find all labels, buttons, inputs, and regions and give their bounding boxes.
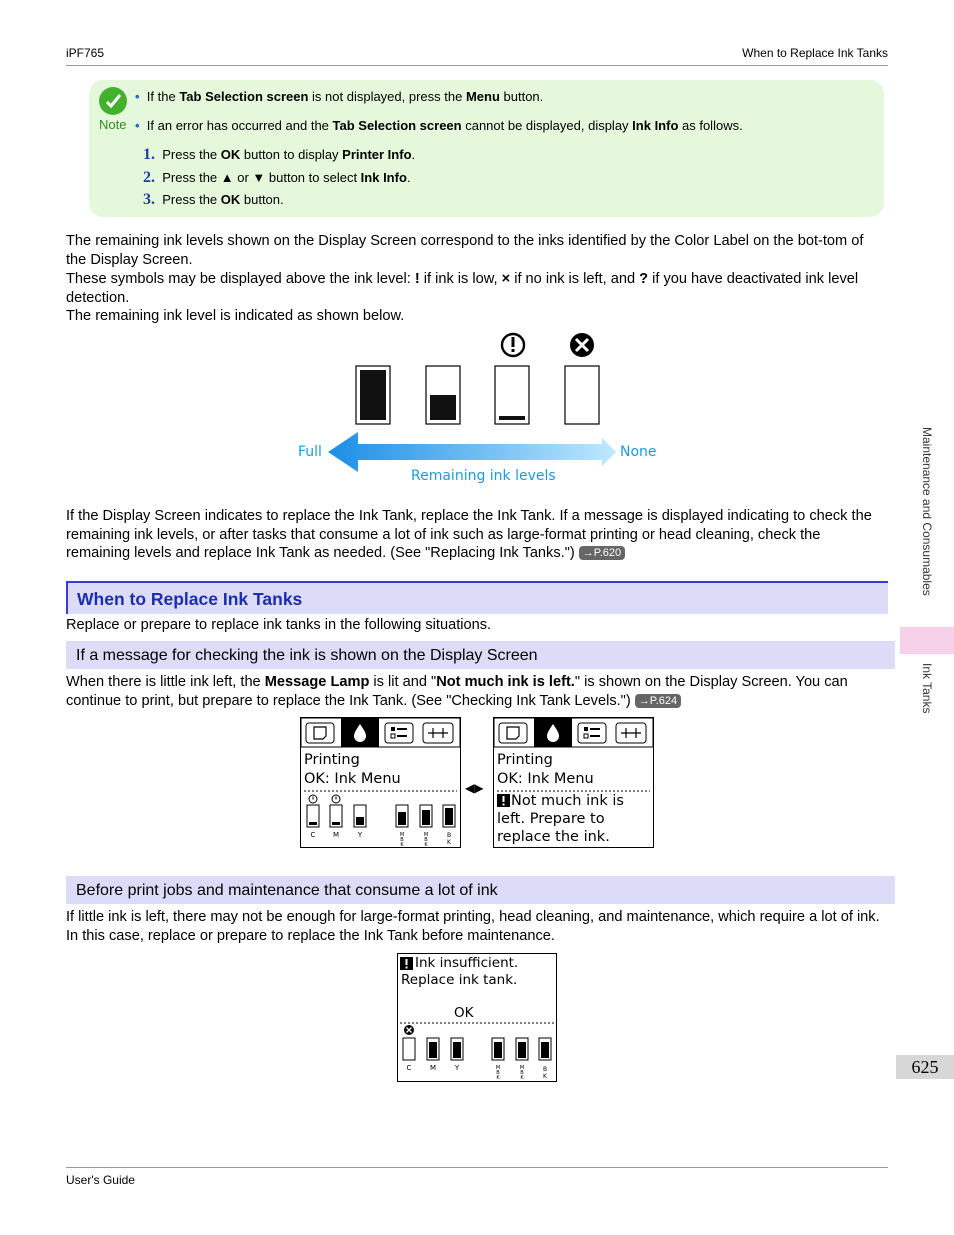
svg-text:Y: Y — [454, 1064, 460, 1072]
footer-rule — [66, 1167, 888, 1168]
section-heading: When to Replace Ink Tanks — [66, 581, 888, 614]
ink-level-diagram — [328, 332, 616, 472]
lcd3-tank-c — [402, 1037, 416, 1061]
label-none: None — [620, 444, 657, 460]
display-screen-message: Printing OK: Ink Menu Not much ink is le… — [493, 717, 654, 848]
note-step-1: 1. Press the OK button to display Printe… — [143, 146, 416, 163]
intro-p1: The remaining ink levels shown on the Di… — [66, 233, 864, 268]
lcd3-tank-bk — [538, 1037, 552, 1061]
svg-text:C: C — [407, 1064, 412, 1072]
label-full: Full — [298, 444, 322, 460]
tank-m — [329, 794, 343, 828]
ref-link-620[interactable]: →P.620 — [578, 546, 626, 561]
display-screen-ink-levels: C M Y M B K M B K B K Printing OK: Ink M… — [300, 717, 461, 848]
svg-text:M: M — [520, 1065, 524, 1071]
lcd1-line1: Printing — [304, 752, 360, 768]
tank-half — [425, 365, 461, 425]
sub1-paragraph: When there is little ink left, the Messa… — [66, 674, 848, 709]
tank-low — [494, 365, 530, 425]
tank-y — [353, 804, 367, 828]
lcd2-msg3: replace the ink. — [497, 829, 610, 845]
lcd3-line1: Ink insufficient. — [415, 955, 519, 971]
note-bullet-1: • If the Tab Selection screen is not dis… — [135, 89, 544, 104]
lcd2-line2: OK: Ink Menu — [497, 771, 594, 787]
svg-text:M: M — [430, 1064, 436, 1072]
tank-bk — [442, 804, 456, 828]
ref-link-624[interactable]: →P.624 — [634, 693, 682, 708]
label-remaining: Remaining ink levels — [411, 468, 556, 484]
display-screen-ink-insufficient: C M Y M B K M B K B K Ink insufficient. … — [397, 953, 557, 1082]
page-number: 625 — [896, 1055, 954, 1079]
empty-x-icon — [570, 333, 594, 357]
lcd1-ink-tanks: C M Y M B K M B K B K — [306, 794, 456, 847]
svg-text:B: B — [496, 1070, 500, 1076]
lcd2-graphics — [494, 718, 653, 807]
intro-p2: These symbols may be displayed above the… — [66, 271, 859, 306]
lcd3-empty-x-icon — [404, 1025, 414, 1035]
sidebar-subsection-label: Ink Tanks — [920, 663, 934, 714]
svg-text:B: B — [400, 837, 404, 843]
lcd3-tank-m — [426, 1037, 440, 1061]
sidebar-section-label: Maintenance and Consumables — [920, 427, 934, 596]
intro-p3: The remaining ink level is indicated as … — [66, 308, 405, 324]
svg-text:K: K — [424, 842, 428, 847]
subsection-heading-2: Before print jobs and maintenance that c… — [66, 876, 895, 904]
ink-label-y: Y — [357, 831, 363, 839]
lcd3-line2: Replace ink tank. — [401, 972, 518, 988]
svg-text:K: K — [543, 1073, 548, 1080]
svg-text:B: B — [424, 837, 428, 843]
section-intro: Replace or prepare to replace ink tanks … — [66, 617, 492, 633]
note-label: Note — [99, 117, 127, 132]
svg-text:K: K — [496, 1075, 500, 1081]
sub2-paragraph: If little ink is left, there may not be … — [66, 909, 880, 944]
lcd3-tank-mbk1 — [491, 1037, 505, 1061]
header-rule — [66, 65, 888, 66]
ink-label-mbk1: M — [400, 832, 404, 838]
tank-mbk1 — [395, 804, 409, 828]
svg-text:B: B — [543, 1066, 547, 1073]
svg-text:M: M — [496, 1065, 500, 1071]
tank-empty — [564, 365, 600, 425]
left-right-arrows-icon: ◀▶ — [465, 781, 484, 795]
lcd1-graphics — [301, 718, 460, 792]
lcd2-msg1: Not much ink is — [511, 793, 624, 809]
subsection-heading-1: If a message for checking the ink is sho… — [66, 641, 895, 669]
svg-text:K: K — [520, 1075, 524, 1081]
ink-label-c: C — [311, 831, 316, 839]
note-bullet-2: • If an error has occurred and the Tab S… — [135, 118, 743, 133]
ink-label-bk: B — [447, 832, 451, 839]
lcd2-line1: Printing — [497, 752, 553, 768]
tank-c — [306, 794, 320, 828]
svg-text:B: B — [520, 1070, 524, 1076]
note-icon — [99, 87, 127, 115]
lcd3-ok: OK — [454, 1005, 474, 1021]
lcd1-line2: OK: Ink Menu — [304, 771, 401, 787]
footer-left: User's Guide — [66, 1173, 135, 1187]
header-right: When to Replace Ink Tanks — [742, 46, 888, 60]
lcd3-tank-mbk2 — [515, 1037, 529, 1061]
tank-mbk2 — [419, 804, 433, 828]
lcd2-msg2: left. Prepare to — [497, 811, 605, 827]
note-box: Note • If the Tab Selection screen is no… — [89, 80, 884, 217]
svg-text:K: K — [447, 839, 452, 846]
svg-text:K: K — [400, 842, 404, 847]
note-step-2: 2. Press the ▲ or ▼ button to select Ink… — [143, 169, 411, 186]
header-left: iPF765 — [66, 46, 105, 60]
note-step-3: 3. Press the OK button. — [143, 191, 284, 208]
sidebar-tab-marker — [900, 627, 954, 654]
ink-label-mbk2: M — [424, 832, 428, 838]
replace-paragraph: If the Display Screen indicates to repla… — [66, 508, 872, 562]
lcd3-graphics: C M Y M B K M B K B K — [400, 957, 554, 1081]
tank-full — [355, 365, 391, 425]
lcd3-tank-y — [450, 1037, 464, 1061]
ink-label-m: M — [333, 831, 339, 839]
warning-icon — [500, 332, 526, 358]
level-arrow — [328, 432, 616, 472]
